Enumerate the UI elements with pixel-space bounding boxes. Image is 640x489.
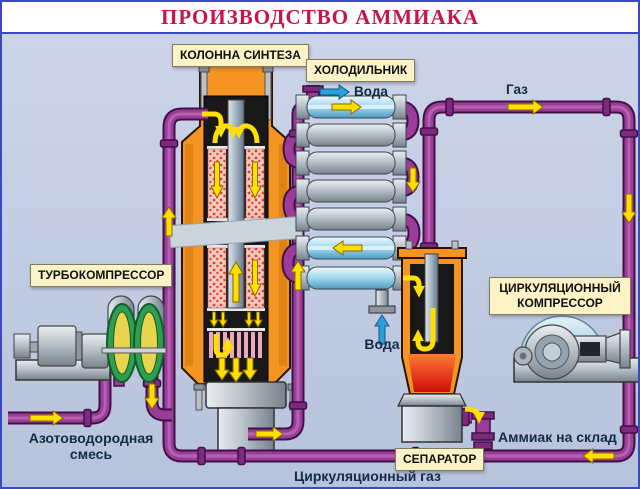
flow-arrow-cooler-bend: [405, 167, 421, 193]
separator-bolt: [451, 240, 459, 250]
flow-arrows: [29, 84, 637, 464]
flow-arrow-circulation-left: [582, 448, 615, 464]
label-cooler: ХОЛОДИЛЬНИК: [306, 59, 416, 82]
water-arrow-out: [319, 84, 350, 100]
flow-arrow-bottom-down: [242, 357, 258, 381]
flow-arrow-bed-down: [248, 161, 262, 200]
label-mixture-line1: Азотоводородная: [28, 430, 154, 446]
turbo-shaft: [29, 341, 39, 353]
label-circulation-compressor: ЦИРКУЛЯЦИОННЫЙ КОМПРЕССОР: [489, 277, 631, 315]
turbo-motor: [37, 325, 77, 367]
flow-arrow-separator-inlet: [403, 275, 426, 298]
separator-base-cylinder: [401, 405, 463, 443]
flow-arrow-small-down: [253, 311, 263, 329]
flow-arrow-column-inlet: [202, 111, 228, 138]
turbo-rotor: [113, 311, 131, 375]
column-lining: [207, 328, 265, 331]
turbo-coupling: [75, 331, 83, 361]
circcomp-vent: [580, 342, 600, 356]
label-circulation-compressor-line1: ЦИРКУЛЯЦИОННЫЙ: [499, 281, 621, 295]
flow-arrow-turbo-down: [144, 383, 160, 410]
label-separator: СЕПАРАТОР: [395, 448, 485, 471]
label-circulation-compressor-line2: КОМПРЕССОР: [517, 296, 603, 310]
flow-arrow-bottom-down: [228, 357, 244, 383]
turbo-shaft-rod: [101, 347, 167, 354]
column-base-flange: [205, 381, 287, 409]
column-lining: [207, 308, 265, 311]
ammonia-outlet-valve: [471, 411, 495, 450]
column-bolt-cap: [193, 383, 205, 391]
flow-arrow-small-down: [209, 311, 219, 329]
separator-base-cone: [397, 393, 467, 407]
flow-arrow-small-down: [218, 311, 228, 329]
label-turbocompressor: ТУРБОКОМПРЕССОР: [30, 264, 173, 287]
label-water-out: Вода: [354, 84, 388, 99]
flow-arrow-exchanger-u: [213, 334, 235, 358]
circcomp-small-hub: [519, 352, 527, 360]
flow-arrow-to-cooler-up: [290, 260, 306, 291]
flow-arrow-gas-right: [507, 99, 544, 115]
flow-arrow-cooler-top: [331, 99, 362, 115]
label-mixture-line2: смесь: [69, 446, 113, 462]
label-water-in: Вода: [364, 336, 400, 352]
flow-arrow-bottom-down: [214, 357, 230, 381]
flow-arrow-bed-down: [210, 161, 224, 200]
flow-arrow-small-down: [244, 311, 254, 329]
flow-arrow-separator-j: [411, 308, 436, 352]
label-circulation-gas: Циркуляционный газ: [294, 468, 441, 484]
label-gas: Газ: [506, 82, 528, 97]
circcomp-hub: [542, 342, 562, 362]
flow-arrow-riser-up: [161, 206, 177, 237]
column-shade-left: [185, 144, 193, 366]
separator-liquid-ammonia: [408, 354, 456, 392]
catalyst-bed: [207, 247, 227, 309]
flow-arrow-cooler-bottom: [332, 240, 363, 256]
flow-arrow-down-to-compressor: [621, 193, 637, 224]
flow-arrow-mixture-right: [29, 410, 64, 426]
turbocompressor-machine: [13, 295, 167, 387]
flow-arrow-bed-down: [248, 259, 262, 298]
separator-bolt: [405, 240, 413, 250]
page-title: ПРОИЗВОДСТВО АММИАКА: [2, 2, 638, 34]
label-synthesis-column: КОЛОННА СИНТЕЗА: [172, 44, 309, 67]
turbo-bearing: [13, 333, 31, 359]
column-central-tube: [227, 99, 245, 309]
circcomp-pipe-collar: [619, 329, 631, 369]
flow-arrow-column-top: [233, 123, 260, 144]
cooler-water-inlet-flange: [368, 305, 396, 314]
flow-arrow-column-top: [212, 123, 239, 144]
water-arrow-in: [374, 314, 390, 345]
flow-arrow-tube-up: [228, 261, 244, 303]
flow-arrow-column-outlet: [255, 426, 284, 442]
flow-arrow-ammonia-out: [464, 406, 485, 424]
turbo-rotor: [140, 311, 158, 375]
circulation-compressor-machine: [513, 315, 638, 383]
label-mixture: Азотоводородная смесь: [8, 430, 174, 462]
label-ammonia-to-storage: Аммиак на склад: [498, 429, 617, 445]
